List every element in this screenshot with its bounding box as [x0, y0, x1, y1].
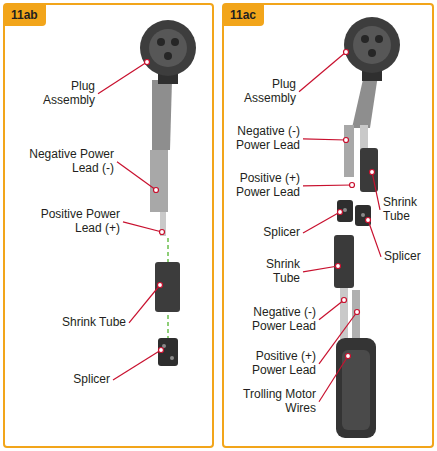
- part-label: Trolling Motor Wires: [242, 388, 316, 416]
- leader-dot: [350, 183, 355, 188]
- part-label: Shrink Tube: [383, 196, 429, 224]
- right-assembly: [334, 17, 400, 438]
- part-label: Negative Power Lead (-): [22, 148, 114, 176]
- leader-dot: [366, 218, 371, 223]
- leader-line: [372, 172, 380, 210]
- leader-dot: [159, 348, 164, 353]
- leader-dot: [342, 298, 347, 303]
- part-label: Splicer: [263, 226, 300, 240]
- leader-line: [368, 220, 381, 257]
- leader-line: [303, 212, 340, 233]
- leader-dot: [336, 264, 341, 269]
- part-label: Plug Assembly: [234, 78, 296, 106]
- part-label: Negative (-) Power Lead: [240, 306, 316, 334]
- leader-line: [319, 356, 348, 402]
- part-label: Plug Assembly: [33, 80, 95, 108]
- leader-line: [303, 184, 352, 186]
- leader-dot: [160, 230, 165, 235]
- leader-dot: [370, 170, 375, 175]
- leader-line: [113, 350, 161, 380]
- part-label: Splicer: [384, 250, 421, 264]
- figure-panel: 11ac: [222, 3, 434, 448]
- leader-line: [117, 162, 156, 190]
- leader-line: [303, 266, 338, 272]
- leader-line: [129, 285, 160, 323]
- leader-dot: [338, 210, 343, 215]
- leader-dot: [346, 354, 351, 359]
- leader-dot: [344, 138, 349, 143]
- part-label: Positive (+) Power Lead: [224, 172, 300, 200]
- leader-line: [303, 139, 346, 140]
- part-label: Shrink Tube: [254, 258, 300, 286]
- leader-line: [299, 52, 346, 92]
- leader-line: [319, 300, 344, 320]
- leader-dot: [145, 60, 150, 65]
- leader-dot: [154, 188, 159, 193]
- part-label: Negative (-) Power Lead: [224, 125, 300, 153]
- leader-dot: [344, 50, 349, 55]
- panel-number: 11ab: [5, 5, 46, 26]
- leader-line: [319, 312, 357, 364]
- leader-dot: [158, 283, 163, 288]
- part-label: Positive Power Lead (+): [30, 208, 120, 236]
- leader-line: [98, 62, 147, 94]
- left-assembly: [140, 20, 196, 366]
- leader-dot: [355, 310, 360, 315]
- panel-number: 11ac: [224, 5, 264, 26]
- leader-line: [123, 222, 162, 232]
- part-label: Shrink Tube: [62, 316, 126, 330]
- part-label: Positive (+) Power Lead: [240, 350, 316, 378]
- part-label: Splicer: [73, 373, 110, 387]
